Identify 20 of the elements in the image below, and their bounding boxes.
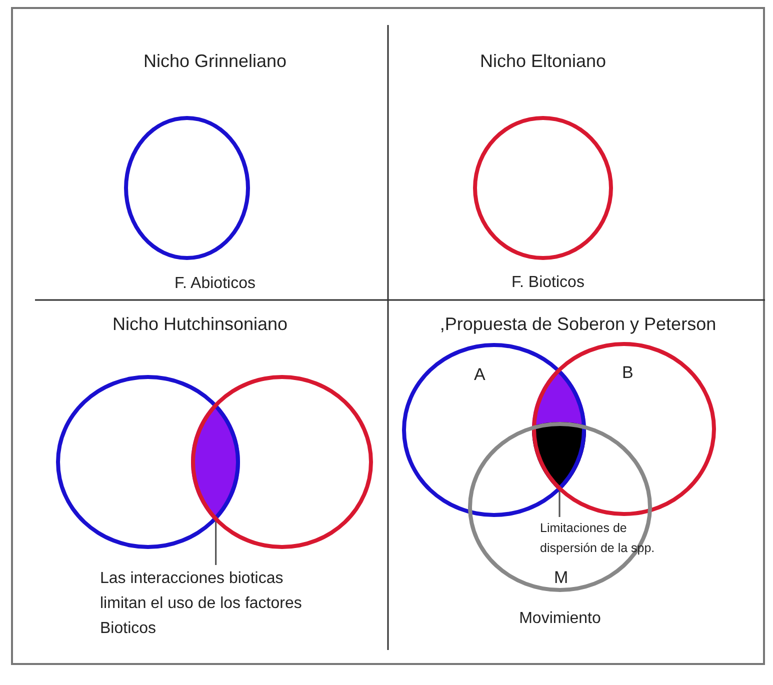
panel-title: Nicho Eltoniano (480, 51, 606, 72)
circle-caption: F. Abioticos (174, 275, 256, 293)
set-label: A (474, 365, 486, 385)
set-label: B (622, 363, 634, 383)
panel-title: Nicho Hutchinsoniano (112, 314, 288, 335)
leader-line (558, 491, 560, 517)
annotation-text: Las interacciones bioticas limitan el uso de los factores Bioticos (100, 566, 305, 641)
niche-circle (191, 375, 373, 549)
panel-title: ,Propuesta de Soberon y Peterson (440, 314, 716, 335)
circle-caption: F. Bioticos (512, 274, 584, 292)
circle-caption: Movimiento (519, 610, 601, 628)
movement-circle (468, 422, 652, 592)
annotation-text: Limitaciones de dispersión de la spp. (540, 518, 680, 558)
niche-circle (56, 375, 240, 549)
niche-circle (473, 116, 613, 260)
niche-circle (124, 116, 250, 260)
niche-circle (532, 342, 716, 516)
niche-circle (402, 343, 586, 517)
set-label: M (554, 568, 568, 588)
panel-title: Nicho Grinneliano (143, 51, 287, 72)
